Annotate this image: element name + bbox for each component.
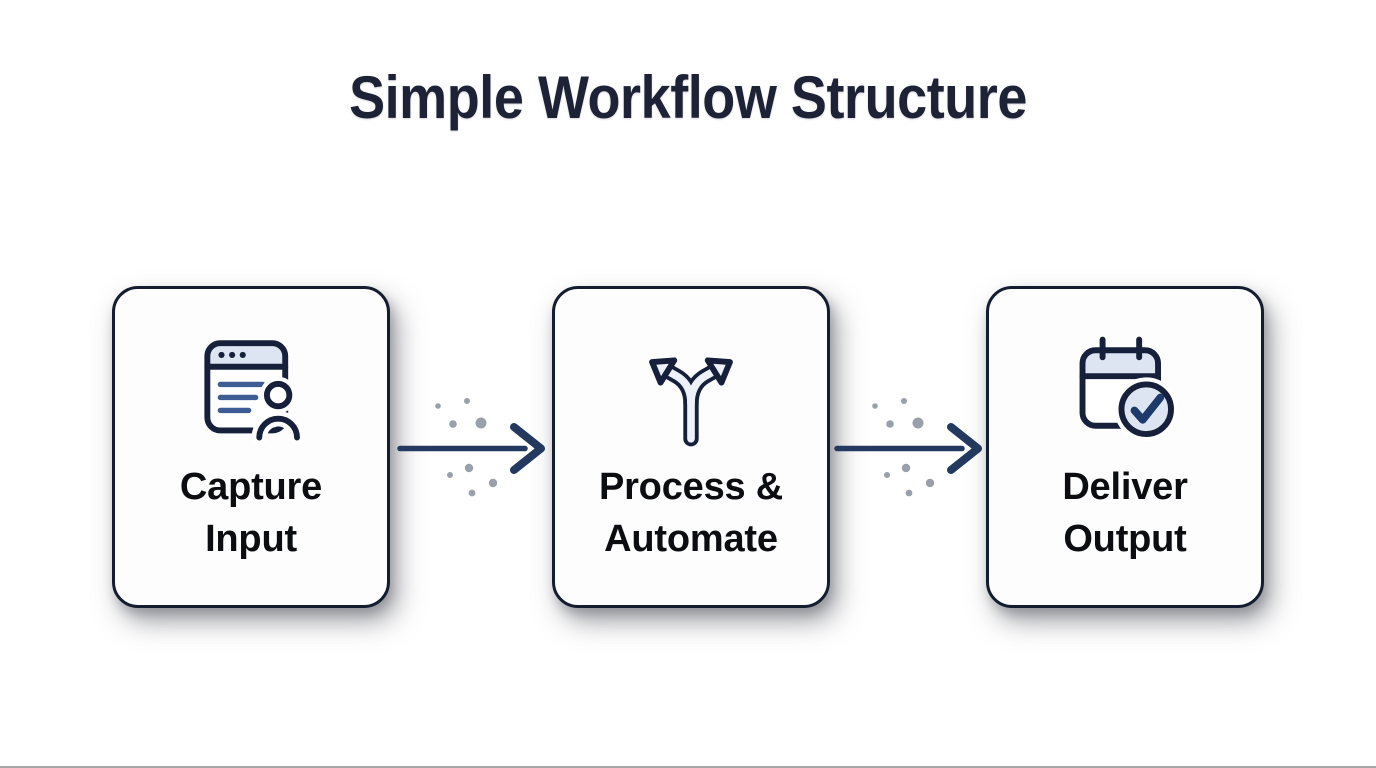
step-label-process-automate: Process & Automate [599,461,783,565]
browser-form-user-icon [192,329,310,447]
step-box-process-automate: Process & Automate [552,286,830,608]
scatter-dots [872,398,935,497]
step-box-deliver-output: Deliver Output [986,286,1264,608]
step-label-line: Capture [179,466,323,508]
page-title: Simple Workflow Structure [349,64,1027,131]
right-arrow-head-icon [947,423,982,474]
branch-arrows-icon [632,329,750,447]
flow-arrow-connector-1 [397,398,545,497]
step-label-line: Deliver [1062,466,1188,508]
flow-arrow-connector-2 [834,398,982,497]
step-label-deliver-output: Deliver Output [1062,461,1188,565]
step-label-line: Output [1063,518,1187,560]
step-box-capture-input: Capture Input [112,286,390,608]
right-arrow-head-icon [510,423,545,474]
scatter-dots [435,398,498,497]
step-label-line: Automate [604,518,778,560]
bottom-edge-line [0,766,1376,768]
step-label-capture-input: Capture Input [180,461,322,565]
step-label-line: Input [205,518,297,560]
calendar-check-icon [1066,329,1184,447]
step-label-line: Process & [598,466,784,508]
